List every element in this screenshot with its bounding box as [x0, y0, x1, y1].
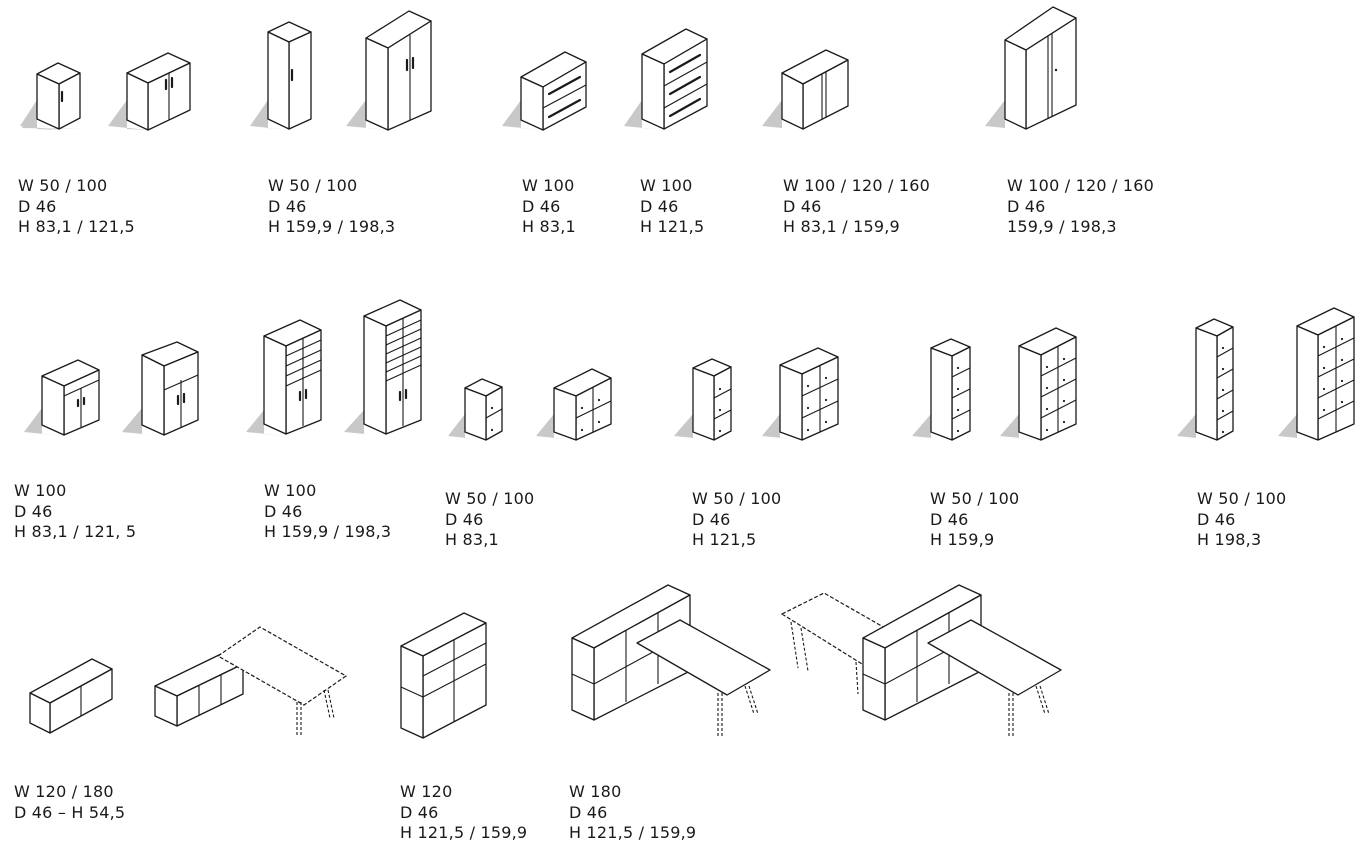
- locker-2-double-drawing: [536, 368, 612, 441]
- spec-locker-3: W 50 / 100 D 46 H 121,5: [692, 489, 781, 551]
- mailbox-low-drawing: [24, 359, 100, 436]
- cabinet-small-single-door-drawing: [20, 62, 81, 130]
- spec-storage-180: W 180 D 46 H 121,5 / 159,9: [569, 782, 696, 844]
- spec-credenza: W 120 / 180 D 46 – H 54,5: [14, 782, 125, 823]
- spec-height: H 121,5: [692, 530, 757, 549]
- spec-cabinet-tall-doors: W 50 / 100 D 46 H 159,9 / 198,3: [268, 176, 395, 238]
- spec-depth: D 46: [692, 509, 731, 529]
- spec-depth-height: D 46 – H 54,5: [14, 802, 126, 822]
- spec-depth: D 46: [445, 509, 484, 529]
- spec-width: W 100 / 120 / 160: [1007, 176, 1155, 195]
- credenza-with-desk-drawing: [154, 626, 348, 736]
- storage-composition-180-drawing: [571, 584, 771, 736]
- locker-5-double-drawing: [1278, 307, 1355, 441]
- spec-height: H 121,5: [640, 217, 705, 236]
- storage-composition-120-drawing: [400, 612, 487, 739]
- spec-sliding-tall: W 100 / 120 / 160 D 46 159,9 / 198,3: [1007, 176, 1154, 238]
- spec-depth: D 46: [14, 501, 53, 521]
- locker-4-single-drawing: [912, 338, 971, 441]
- locker-2-single-drawing: [448, 378, 503, 441]
- spec-height: H 83,1 / 121, 5: [14, 522, 137, 541]
- spec-height: H 159,9: [930, 530, 995, 549]
- spec-locker-5: W 50 / 100 D 46 H 198,3: [1197, 489, 1286, 551]
- spec-depth: D 46: [522, 196, 561, 216]
- locker-3-double-drawing: [762, 347, 839, 441]
- spec-width: W 50 / 100: [1197, 489, 1287, 508]
- storage-composition-with-double-desk-drawing: [780, 584, 1062, 736]
- spec-depth: D 46: [783, 196, 822, 216]
- spec-storage-120: W 120 D 46 H 121,5 / 159,9: [400, 782, 527, 844]
- locker-3-single-drawing: [674, 358, 732, 441]
- spec-height: H 159,9 / 198,3: [264, 522, 392, 541]
- drawer-unit-two-drawing: [502, 51, 587, 131]
- spec-drawer-unit-2: W 100 D 46 H 83,1: [522, 176, 576, 238]
- spec-depth: D 46: [18, 196, 57, 216]
- cabinet-low-double-door-drawing: [108, 52, 191, 131]
- spec-height: 159,9 / 198,3: [1007, 217, 1117, 236]
- spec-sliding-low: W 100 / 120 / 160 D 46 H 83,1 / 159,9: [783, 176, 930, 238]
- drawer-unit-three-drawing: [624, 28, 708, 130]
- cabinet-sliding-tall-drawing: [985, 6, 1077, 130]
- spec-width: W 50 / 100: [445, 489, 535, 508]
- spec-height: H 198,3: [1197, 530, 1262, 549]
- spec-depth: D 46: [268, 196, 307, 216]
- spec-width: W 180: [569, 782, 622, 801]
- spec-depth: D 46: [930, 509, 969, 529]
- spec-height: H 83,1 / 121,5: [18, 217, 135, 236]
- spec-width: W 50 / 100: [930, 489, 1020, 508]
- spec-depth: D 46: [569, 802, 608, 822]
- spec-height: H 83,1 / 159,9: [783, 217, 900, 236]
- spec-height: H 83,1: [522, 217, 576, 236]
- spec-width: W 100: [264, 481, 317, 500]
- spec-depth: D 46: [640, 196, 679, 216]
- spec-mailbox-tall: W 100 D 46 H 159,9 / 198,3: [264, 481, 391, 543]
- credenza-drawing: [29, 658, 113, 734]
- spec-height: H 83,1: [445, 530, 499, 549]
- mailbox-tall-drawing: [246, 319, 322, 436]
- cabinet-tall-double-door-drawing: [346, 10, 432, 131]
- cabinet-sliding-low-drawing: [762, 49, 849, 130]
- spec-locker-2: W 50 / 100 D 46 H 83,1: [445, 489, 534, 551]
- spec-width: W 50 / 100: [268, 176, 358, 195]
- mailbox-xtall-drawing: [344, 299, 422, 436]
- spec-width: W 50 / 100: [692, 489, 782, 508]
- mailbox-medium-drawing: [122, 341, 199, 436]
- spec-depth: D 46: [264, 501, 303, 521]
- spec-depth: D 46: [400, 802, 439, 822]
- spec-width: W 100 / 120 / 160: [783, 176, 931, 195]
- locker-4-double-drawing: [1000, 327, 1077, 441]
- locker-5-single-drawing: [1177, 318, 1234, 441]
- spec-depth: D 46: [1197, 509, 1236, 529]
- spec-height: H 121,5 / 159,9: [400, 823, 528, 842]
- spec-depth: D 46: [1007, 196, 1046, 216]
- spec-width: W 120: [400, 782, 453, 801]
- spec-drawer-unit-3: W 100 D 46 H 121,5: [640, 176, 704, 238]
- spec-cabinet-low-doors: W 50 / 100 D 46 H 83,1 / 121,5: [18, 176, 135, 238]
- cabinet-tall-single-door-drawing: [250, 21, 312, 130]
- spec-width: W 100: [522, 176, 575, 195]
- spec-width: W 120 / 180: [14, 782, 114, 801]
- spec-height: H 159,9 / 198,3: [268, 217, 396, 236]
- spec-height: H 121,5 / 159,9: [569, 823, 697, 842]
- spec-locker-4: W 50 / 100 D 46 H 159,9: [930, 489, 1019, 551]
- spec-width: W 100: [640, 176, 693, 195]
- spec-mailbox-low: W 100 D 46 H 83,1 / 121, 5: [14, 481, 136, 543]
- spec-width: W 50 / 100: [18, 176, 108, 195]
- spec-width: W 100: [14, 481, 67, 500]
